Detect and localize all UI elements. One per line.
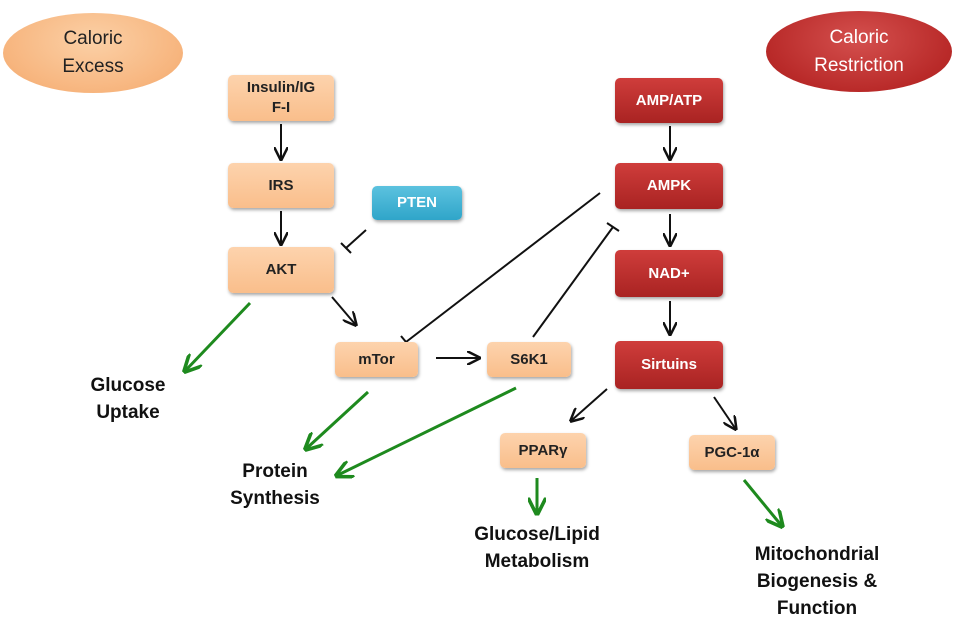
mito-line1: Mitochondrial: [754, 544, 880, 565]
protein-synthesis-line1: Protein: [242, 461, 308, 482]
arrow-akt-to-mtor: [331, 296, 355, 324]
akt-node: AKT: [228, 247, 334, 293]
ampk-node: AMPK: [615, 163, 723, 209]
green-arrow-s6k1-to-protein: [338, 386, 517, 475]
pten-node: PTEN: [372, 186, 462, 220]
mitochondrial-biogenesis-label: Mitochondrial Biogenesis & Function: [730, 541, 904, 622]
pgc-node: PGC-1α: [689, 435, 775, 470]
arrow-sirtuins-to-ppar: [572, 388, 608, 420]
inhibit-s6k1-to-ampk-bar: [606, 222, 620, 232]
glucose-uptake-line2: Uptake: [96, 402, 160, 423]
caloric-excess-ellipse: Caloric Excess: [3, 13, 183, 93]
caloric-restriction-line1: Caloric: [829, 26, 889, 48]
ppar-node: PPARγ: [500, 433, 586, 468]
insulin-igf-line2: F-I: [271, 99, 291, 116]
glucose-lipid-metabolism-label: Glucose/Lipid Metabolism: [456, 521, 618, 575]
inhibit-pten-to-akt: [345, 229, 367, 249]
glucose-uptake-line1: Glucose: [90, 375, 166, 396]
s6k1-node: S6K1: [487, 342, 571, 377]
glucose-lipid-line1: Glucose/Lipid: [474, 524, 600, 545]
caloric-excess-line2: Excess: [62, 56, 124, 77]
insulin-igf-node: Insulin/IG F-I: [228, 75, 334, 121]
green-arrow-pgc-to-mito: [742, 479, 781, 525]
arrow-sirtuins-to-pgc: [713, 396, 735, 428]
amp-atp-node: AMP/ATP: [615, 78, 723, 123]
green-arrow-mtor-to-protein: [307, 390, 370, 448]
nad-node: NAD+: [615, 250, 723, 297]
inhibit-pten-to-akt-bar: [340, 242, 352, 254]
mito-line2: Biogenesis &: [756, 571, 878, 592]
glucose-lipid-line2: Metabolism: [484, 551, 590, 572]
sirtuins-node: Sirtuins: [615, 341, 723, 389]
protein-synthesis-line2: Synthesis: [230, 488, 320, 509]
protein-synthesis-label: Protein Synthesis: [212, 458, 338, 512]
caloric-restriction-line2: Restriction: [814, 54, 904, 76]
mito-line3: Function: [776, 598, 858, 619]
mtor-node: mTor: [335, 342, 418, 377]
green-arrow-akt-to-glucose-uptake: [186, 301, 252, 370]
irs-node: IRS: [228, 163, 334, 208]
caloric-excess-line1: Caloric: [63, 28, 123, 49]
insulin-igf-line1: Insulin/IG: [246, 79, 316, 96]
glucose-uptake-label: Glucose Uptake: [68, 372, 188, 426]
inhibit-s6k1-to-ampk: [532, 226, 614, 338]
inhibit-ampk-to-mtor: [405, 192, 601, 343]
caloric-restriction-ellipse: Caloric Restriction: [766, 11, 952, 92]
